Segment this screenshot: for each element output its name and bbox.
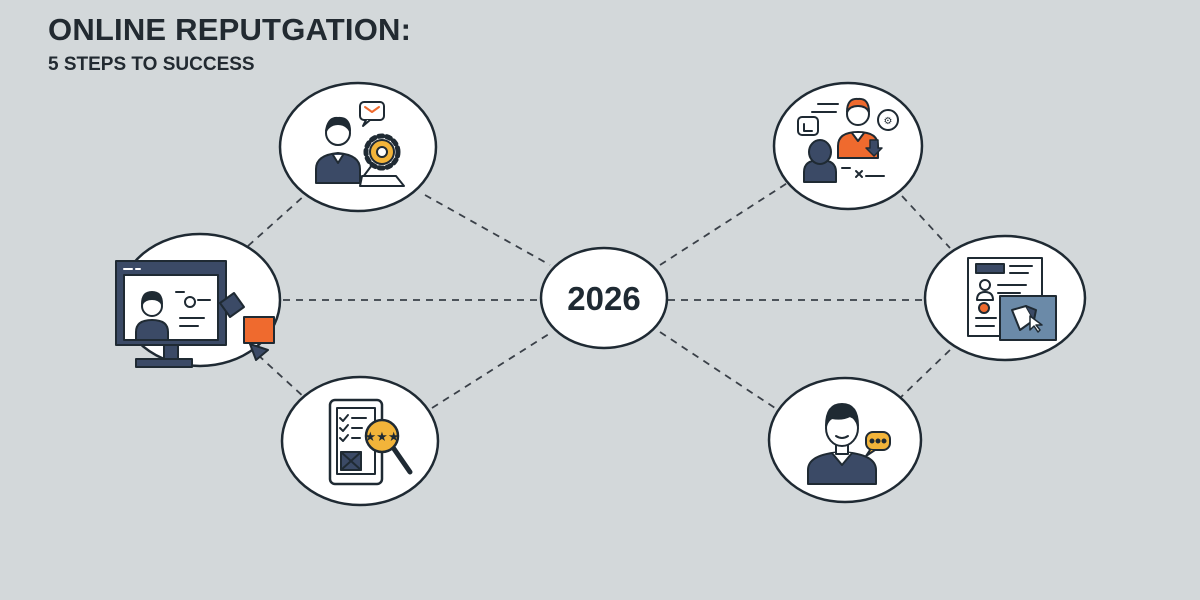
step-node-customer xyxy=(767,376,923,504)
page-subtitle: 5 STEPS TO SUCCESS xyxy=(48,54,255,75)
connector-monitor-reviews xyxy=(257,354,306,399)
computer-monitor-profile-icon xyxy=(115,260,275,368)
connector-profile-customer xyxy=(899,349,951,399)
svg-text:★★★: ★★★ xyxy=(365,430,400,445)
connector-center-customer xyxy=(659,331,776,409)
connector-reviews-center xyxy=(431,331,553,409)
step-node-collaboration: ⚙ xyxy=(772,81,924,211)
connector-center-collaboration xyxy=(659,179,793,266)
connectors xyxy=(247,179,951,409)
profile-document-icon xyxy=(967,257,1057,341)
step-node-analyst xyxy=(278,81,438,213)
step-node-reviews: ★★★ xyxy=(280,375,440,507)
step-node-monitor xyxy=(115,232,282,368)
center-year-label: 2026 xyxy=(567,280,640,317)
page-title: ONLINE REPUTGATION: xyxy=(48,12,412,47)
center-node: 2026 xyxy=(539,246,669,350)
connector-monitor-analyst xyxy=(247,194,306,247)
connector-collaboration-profile xyxy=(901,195,951,249)
step-node-profile xyxy=(923,234,1087,362)
svg-text:⚙: ⚙ xyxy=(884,116,893,127)
connector-analyst-center xyxy=(424,194,551,266)
person-with-gear-and-magnifier-icon xyxy=(315,101,405,187)
person-chat-bubble-icon xyxy=(807,403,891,485)
team-communication-icon: ⚙ xyxy=(797,97,899,183)
tablet-checklist-rating-icon: ★★★ xyxy=(328,398,413,486)
